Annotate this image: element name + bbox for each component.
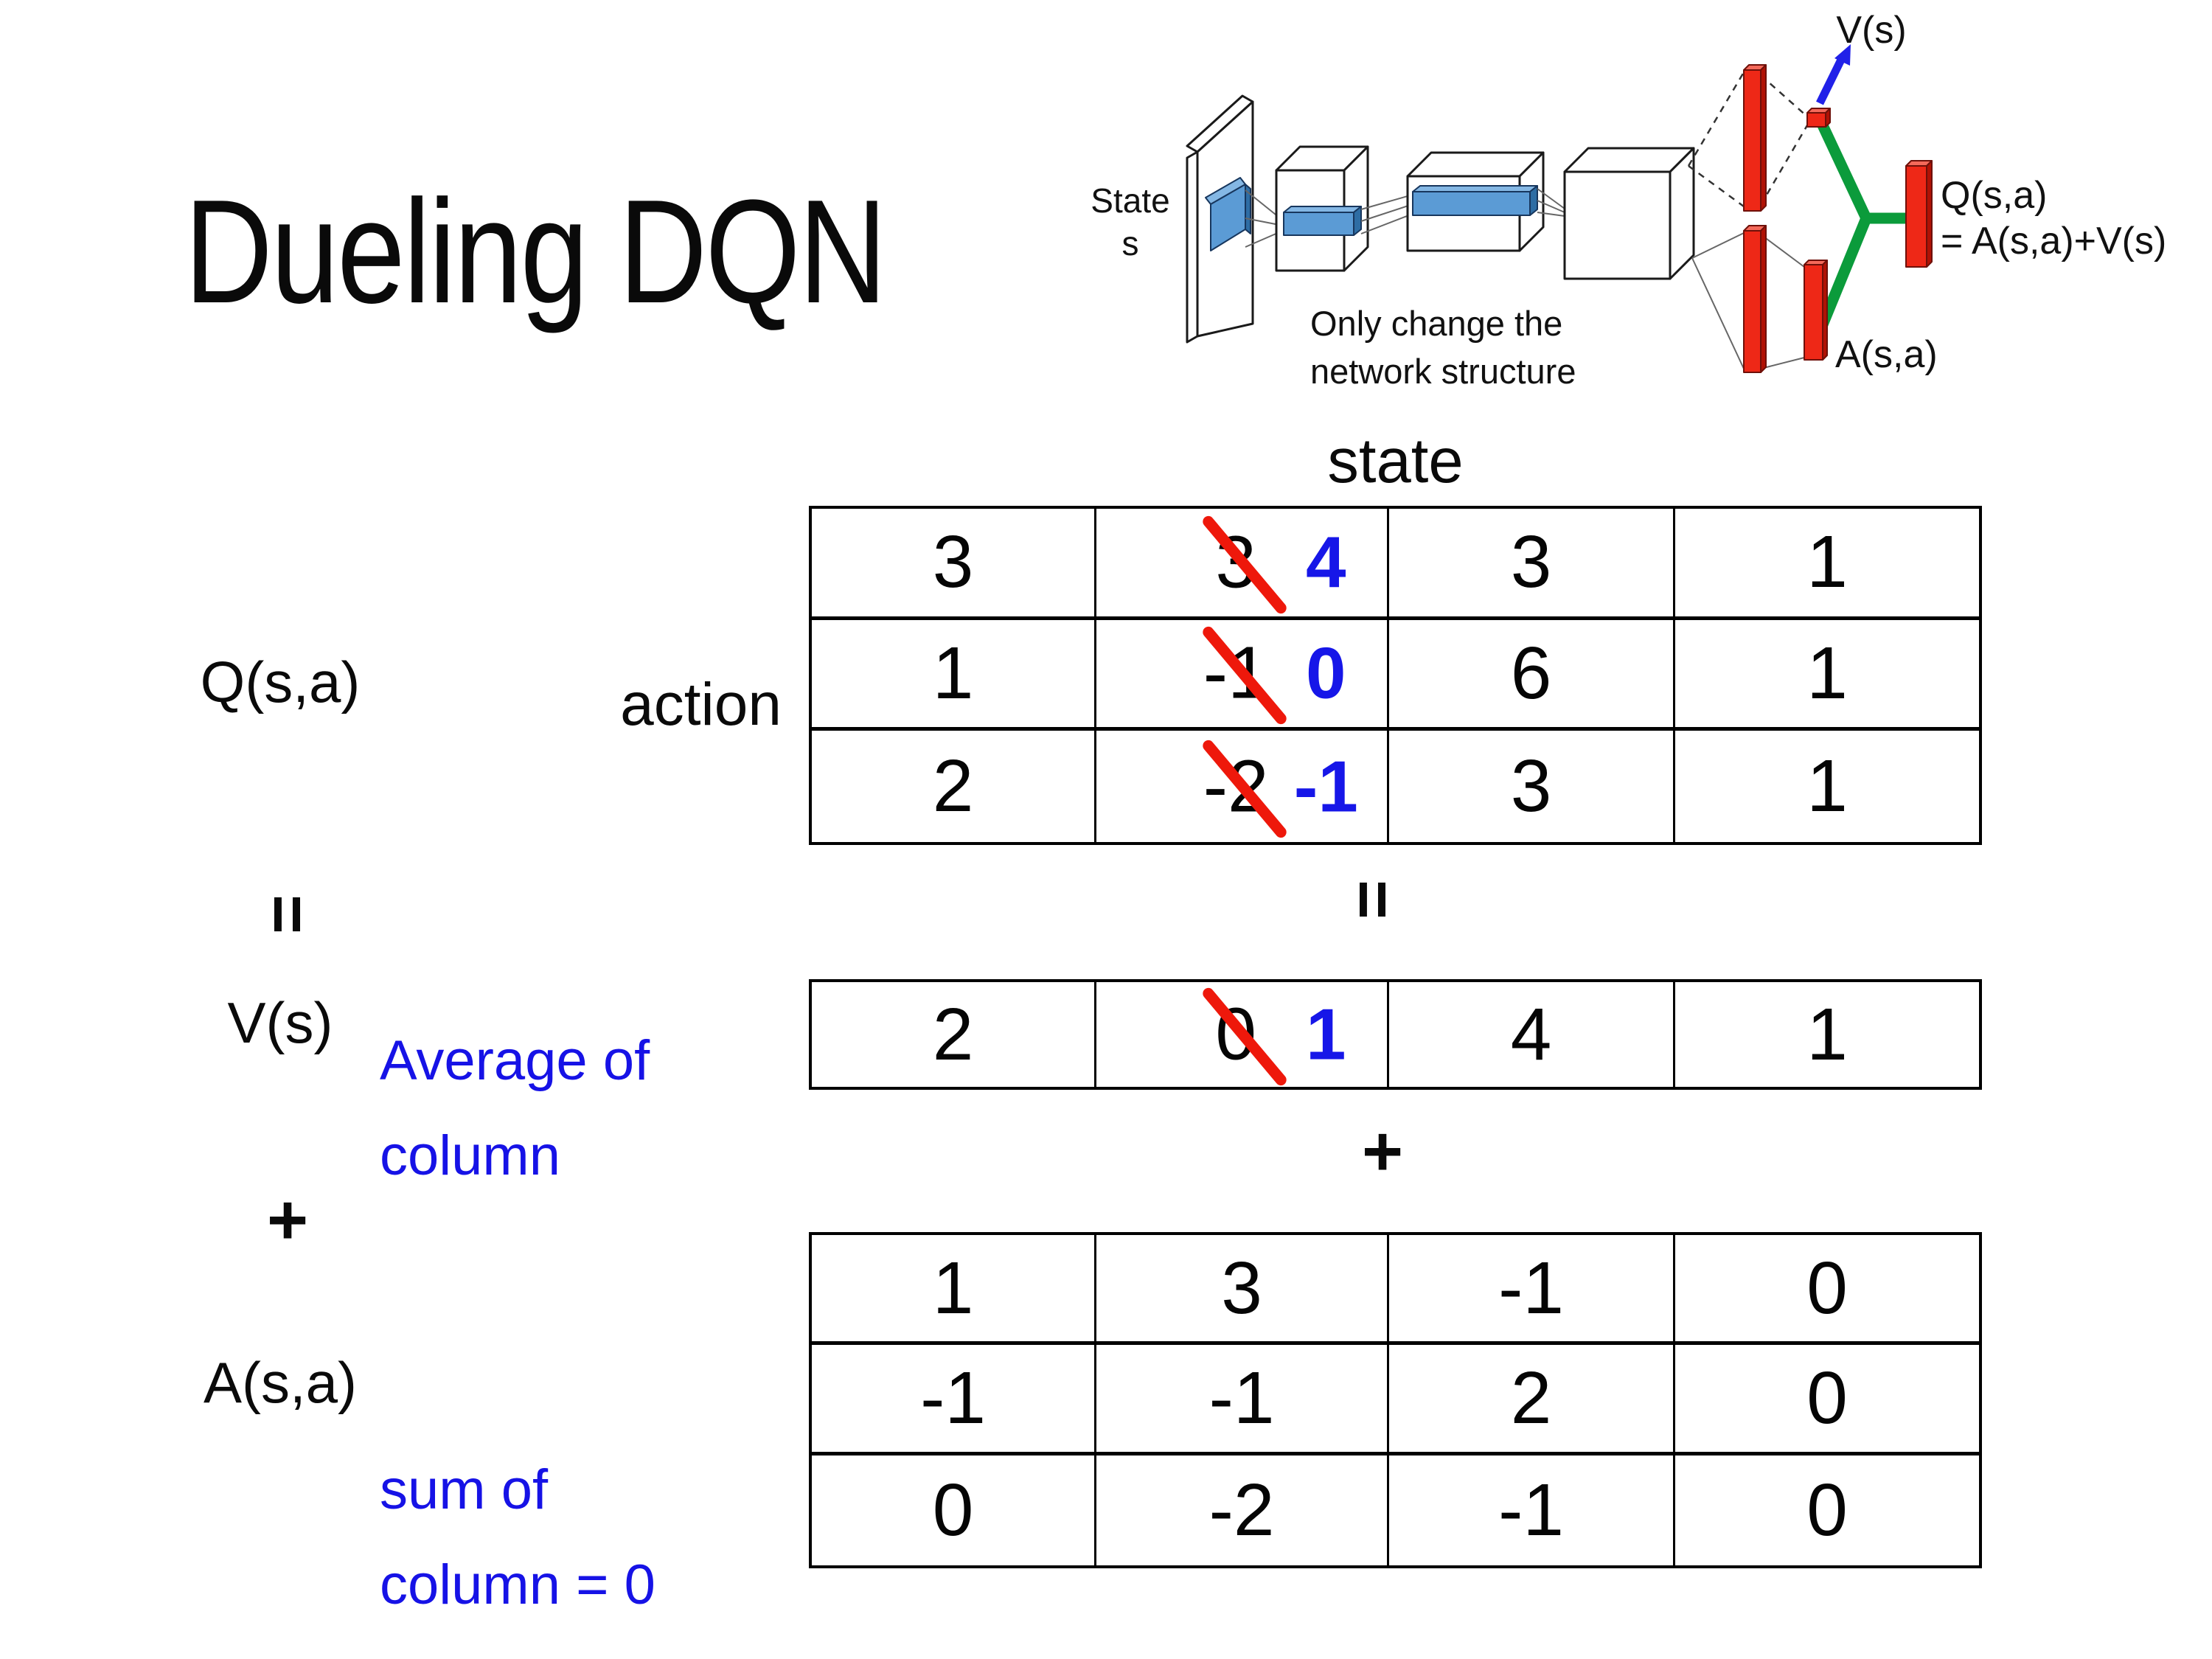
conv-layer-cube-3 [1563,147,1695,280]
fan-lines-3 [1537,188,1565,217]
v-cell-c1: 2 [812,982,1097,1087]
diagram-note-line2: network structure [1310,352,1576,391]
a-table: 1 3 -1 0 -1 -1 2 0 0 -2 -1 0 [809,1232,1982,1568]
conv-filter-wedge [1205,177,1251,251]
diagram-state-label: State [1091,181,1169,220]
slide-title: Dueling DQN [184,170,887,334]
action-axis-label: action [620,671,782,738]
diagram-a-label: A(s,a) [1835,333,1938,376]
q-cell-r2c4: 1 [1675,620,1979,731]
a-cell-r2c3: 2 [1389,1345,1676,1455]
a-cell-r2c2: -1 [1096,1345,1390,1455]
q-cell-r1c4: 1 [1675,509,1979,620]
q-output-bar [1905,160,1933,268]
new-value: 1 [1306,993,1346,1075]
value-arrow [1816,44,1851,105]
a-cell-r1c1: 1 [812,1235,1097,1346]
fan-lines-1 [1245,189,1280,248]
scalar-value-node [1806,108,1831,128]
v-term-label: V(s) [227,990,333,1055]
average-of-column-note: Average of column [380,1013,650,1203]
a-cell-r3c1: 0 [812,1455,1097,1565]
aggregation-connector-green [1815,122,1907,334]
average-note-line2: column [380,1124,560,1188]
a-cell-r1c2: 3 [1096,1235,1390,1346]
feature-box-2 [1412,185,1538,216]
q-cell-r2c3: 6 [1389,619,1676,731]
fc-bar-value-stream [1743,64,1767,212]
diagram-q-label: Q(s,a) [1941,174,2047,217]
advantage-vector-bar [1804,260,1828,361]
links-to-advantage-stream [1691,232,1805,369]
q-term-label: Q(s,a) [200,650,361,714]
feature-box-1 [1283,206,1362,236]
q-cell-r3c2-crossed: -2 -1 [1096,731,1390,842]
plus-sign-left: + [266,1180,309,1259]
a-cell-r3c2: -2 [1096,1455,1390,1565]
a-cell-r1c4: 0 [1675,1235,1979,1346]
a-cell-r2c1: -1 [812,1345,1097,1455]
diagram-state-s-label: s [1122,224,1139,262]
diagram-q-equation: = A(s,a)+V(s) [1941,220,2166,262]
plus-sign-middle: + [1361,1112,1404,1191]
equals-sign-middle: = [1335,880,1411,919]
equals-sign-left: = [249,894,325,934]
v-cell-c4: 1 [1806,992,1848,1076]
average-note-line1: Average of [380,1029,650,1092]
sum-of-column-note: sum of column = 0 [380,1442,655,1632]
q-cell-r3c4: 1 [1806,745,1848,828]
q-cell-r3c3: 3 [1389,731,1676,842]
q-cell-r1c3: 3 [1389,509,1676,620]
a-cell-r1c3: -1 [1389,1235,1676,1346]
q-table: 3 3 4 3 1 1 -1 0 6 1 2 -2 -1 3 1 [809,506,1982,845]
q-cell-r2c2-crossed: -1 0 [1096,619,1390,731]
v-cell-c3: 4 [1389,982,1676,1087]
new-value: -1 [1293,745,1358,827]
network-architecture-diagram: State s V(s) Q(s,a) = A(s,a)+V(s) A(s,a)… [1091,9,2166,391]
diagram-v-label: V(s) [1836,9,1906,52]
a-cell-r3c4: 0 [1806,1468,1848,1551]
diagram-note-line1: Only change the [1310,304,1562,343]
q-cell-r3c1: 2 [812,731,1097,842]
a-cell-r3c3: -1 [1389,1455,1676,1565]
q-cell-r1c2-crossed: 3 4 [1096,509,1390,620]
a-cell-r2c4: 0 [1675,1345,1979,1455]
state-axis-label: state [1327,426,1464,496]
dashed-links-to-value-stream [1687,72,1809,208]
sum-note-line2: column = 0 [380,1554,655,1617]
fan-lines-2 [1360,194,1413,234]
q-cell-r2c1: 1 [812,619,1097,731]
sum-note-line1: sum of [380,1458,549,1521]
a-term-label: A(s,a) [203,1350,358,1415]
new-value: 4 [1306,521,1346,603]
new-value: 0 [1306,632,1346,714]
q-cell-r1c1: 3 [812,509,1097,620]
v-cell-c2-crossed: 0 1 [1096,982,1390,1088]
fc-bar-advantage-stream [1743,225,1767,373]
v-table: 2 0 1 4 1 [809,979,1982,1090]
